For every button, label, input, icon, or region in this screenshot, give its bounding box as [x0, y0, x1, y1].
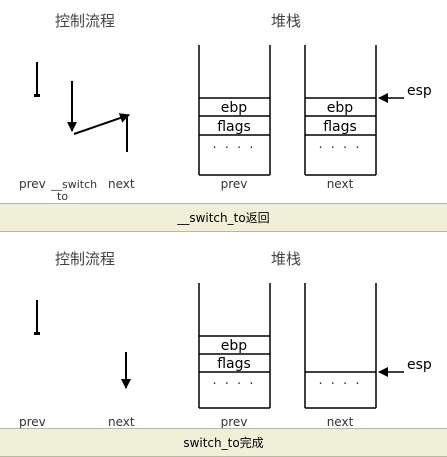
next-label: next	[108, 415, 135, 429]
prev-flow-line	[34, 62, 40, 97]
stack-cell-flags: flags	[217, 119, 251, 135]
figure-1-caption: __switch_to返回	[0, 203, 447, 232]
stack-cell-ellipsis: · · · ·	[319, 377, 362, 392]
stack-cell-ellipsis: · · · ·	[213, 141, 256, 156]
stack-prev-label: prev	[221, 415, 248, 429]
stack-cell-ellipsis: · · · ·	[213, 377, 256, 392]
figure-1-diagram: 控制流程 堆栈 prev __switch to next e	[19, 12, 432, 203]
stack-cell-flags: flags	[217, 356, 251, 372]
stack-next: ebp flags · · · ·	[304, 45, 377, 176]
stack-next-label: next	[327, 415, 354, 429]
prev-label: prev	[19, 415, 46, 429]
figure-1-panel: 控制流程 堆栈 prev __switch to next e	[19, 8, 447, 204]
prev-flow-line	[34, 300, 40, 335]
control-flow-title: 控制流程	[55, 12, 115, 30]
switch-to-label: to	[57, 190, 68, 203]
stack-cell-ebp: ebp	[221, 338, 248, 354]
control-flow-title: 控制流程	[55, 250, 115, 268]
prev-label: prev	[19, 177, 46, 191]
stack-title: 堆栈	[271, 12, 301, 30]
stack-prev: ebp flags · · · ·	[198, 283, 271, 409]
next-label: next	[108, 177, 135, 191]
stack-cell-flags: flags	[323, 119, 357, 135]
stack-cell-ellipsis: · · · ·	[319, 141, 362, 156]
esp-label: esp	[407, 83, 432, 99]
stack-prev-label: prev	[221, 177, 248, 191]
figure-2-diagram: 控制流程 堆栈 prev next ebp flags · · · ·	[19, 250, 432, 429]
switch-to-next-arrow	[73, 113, 130, 135]
stack-prev: ebp flags · · · ·	[198, 45, 271, 176]
stack-cell-ebp: ebp	[221, 100, 248, 116]
esp-label: esp	[407, 357, 432, 373]
figure-2-caption: switch_to完成	[0, 428, 447, 457]
stack-cell-ebp: ebp	[327, 100, 354, 116]
stack-next: · · · ·	[304, 283, 377, 409]
figure-2-panel: 控制流程 堆栈 prev next ebp flags · · · ·	[19, 246, 447, 430]
switch-label: __switch	[50, 178, 97, 191]
stack-next-label: next	[327, 177, 354, 191]
stack-title: 堆栈	[271, 250, 301, 268]
